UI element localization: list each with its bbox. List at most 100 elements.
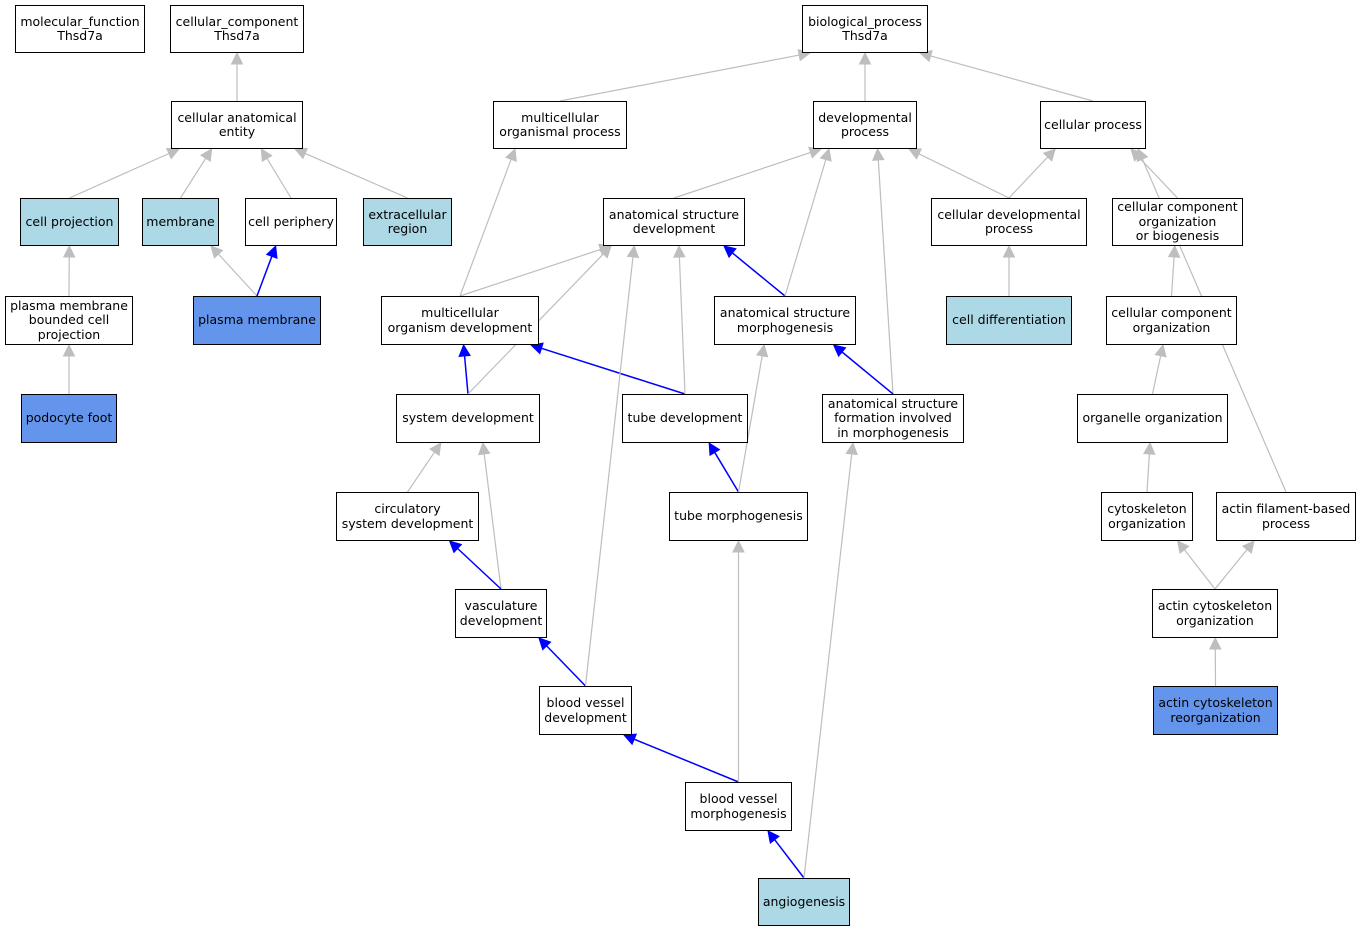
node-label-line: cellular developmental [937,206,1081,222]
edge-co-to-oo [1143,441,1156,493]
edge-td-to-mod [529,342,686,395]
edge-asd-to-dev [673,146,823,199]
node-label-line: Thsd7a [57,28,103,43]
edge-oo-to-cco [1151,343,1167,395]
node-label-line: formation involved [834,410,952,426]
node-label-line: organismal process [499,124,621,139]
node-label-line: organization [1108,515,1186,531]
node-label-line: actin cytoskeleton [1158,695,1273,710]
edge-cdiff-to-cdp [1002,244,1016,296]
node-label-line: cell periphery [248,213,334,229]
edge-pm-to-mem [210,245,258,297]
edge-asf-to-asm [832,344,894,395]
node-sd[interactable]: system development [396,394,540,443]
edge-cper-to-cae [260,148,292,199]
node-label-line: blood vessel [546,695,625,710]
edge-cdp-to-cp [1008,148,1056,199]
node-cp[interactable]: cellular process [1040,101,1146,149]
node-label-line: angiogenesis [762,893,846,909]
node-label-line: region [387,221,428,236]
node-mem[interactable]: membrane [142,198,219,246]
node-cdiff[interactable]: cell differentiation [946,296,1072,345]
node-oo[interactable]: organelle organization [1077,394,1228,443]
node-label-line: anatomical structure [719,305,851,320]
node-label-line: anatomical structure [608,206,740,222]
edge-tm-to-asm [737,343,769,493]
node-td[interactable]: tube development [622,394,748,443]
node-label-line: plasma membrane [10,297,128,313]
node-label-line: cellular_component [175,13,299,29]
edge-ecr-to-cae [293,147,408,199]
node-label-line: organelle organization [1082,410,1223,426]
edge-cp-to-bp [918,49,1094,102]
edge-acr-to-aco [1208,636,1222,687]
edge-aco-to-afbp [1214,540,1255,590]
node-pf[interactable]: podocyte foot [21,394,117,443]
edge-sd-to-mod [458,343,471,395]
node-label-line: cellular process [1044,116,1142,132]
node-label-line: in morphogenesis [837,424,949,440]
node-label-line: organization [1176,612,1254,628]
node-label-line: development [632,221,716,236]
node-label-line: cellular anatomical [177,109,297,125]
node-label-line: process [984,221,1034,236]
edge-cae-to-cc [230,51,244,101]
node-label-line: or biogenesis [1135,228,1220,244]
edge-bvm-to-bvd [622,733,739,783]
edge-bvm-to-tm [732,539,745,782]
edge-bvd-to-asd [584,244,640,687]
node-pm[interactable]: plasma membrane [193,296,321,345]
edge-cco-to-ccob [1167,244,1181,297]
node-label-line: reorganization [1170,709,1261,725]
node-tm[interactable]: tube morphogenesis [669,492,808,541]
node-label-line: development [459,612,543,628]
edge-mod-to-mop [459,147,517,297]
node-label-line: organism development [387,319,533,335]
edge-pmbcp-to-cproj [62,244,76,297]
edge-pm-to-cper [256,244,278,297]
node-label-line: process [1261,515,1311,531]
node-label-line: actin filament-based [1221,501,1351,516]
edge-mem-to-cae [179,148,213,199]
edge-asm-to-dev [784,147,832,297]
node-label-line: blood vessel [699,791,778,806]
node-label-line: projection [37,326,101,342]
node-ang[interactable]: angiogenesis [758,878,850,926]
edge-mop-to-bp [559,49,812,102]
node-cper[interactable]: cell periphery [245,198,337,246]
node-label-line: morphogenesis [690,805,787,821]
node-label-line: plasma membrane [198,312,316,328]
edge-td-to-asd [673,244,686,395]
node-cproj[interactable]: cell projection [20,198,119,246]
edge-cproj-to-cae [69,147,181,199]
node-label-line: vasculature [464,598,538,613]
edge-asm-to-asd [723,245,786,297]
node-label-line: cell projection [25,213,114,229]
edge-bvd-to-vd [538,637,587,687]
node-label-line: multicellular [421,305,499,320]
